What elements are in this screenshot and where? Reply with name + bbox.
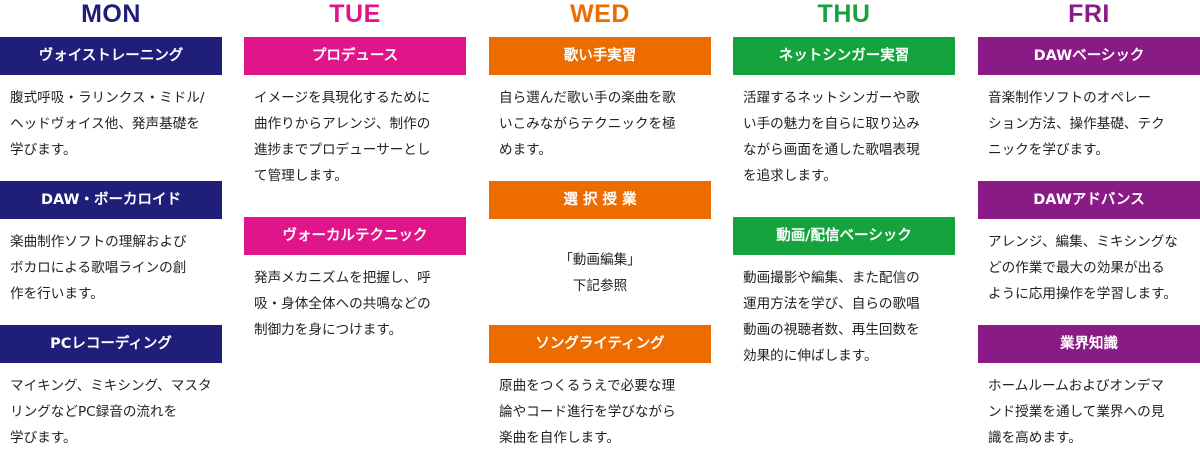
course-description: 「動画編集」 下記参照 [559,252,641,294]
course-title-bar: ヴォイストレーニング [0,37,222,75]
course-description: イメージを具現化するために 曲作りからアレンジ、制作の 進捗までプロデューサーと… [254,90,431,184]
course-title-bar: 歌い手実習 [489,37,711,75]
course-description: 自ら選んだ歌い手の楽曲を歌 いこみながらテクニックを極 めます。 [499,90,676,158]
column-fri: FRI DAWベーシック 音楽制作ソフトのオペレー ション方法、操作基礎、テク … [978,0,1200,446]
course-title-bar: プロデュース [244,37,466,75]
course-block: ネットシンガー実習 活躍するネットシンガーや歌 い手の魅力を自らに取り込み なが… [733,37,955,189]
course-description: 腹式呼吸・ラリンクス・ミドル/ ヘッドヴォイス他、発声基礎を 学びます。 [10,90,205,158]
course-description: マイキング、ミキシング、マスタ リングなどPC録音の流れを 学びます。 [10,378,212,446]
course-block: 歌い手実習 自ら選んだ歌い手の楽曲を歌 いこみながらテクニックを極 めます。 [489,37,711,163]
course-title-bar: ネットシンガー実習 [733,37,955,75]
course-block: プロデュース イメージを具現化するために 曲作りからアレンジ、制作の 進捗までプ… [244,37,466,189]
course-title-bar: PCレコーディング [0,325,222,363]
course-block: ヴォイストレーニング 腹式呼吸・ラリンクス・ミドル/ ヘッドヴォイス他、発声基礎… [0,37,222,163]
day-heading: TUE [329,0,381,28]
day-heading: MON [81,0,141,28]
course-description: 楽曲制作ソフトの理解および ボカロによる歌唱ラインの創 作を行います。 [10,234,187,302]
course-block: DAWアドバンス アレンジ、編集、ミキシングな どの作業で最大の効果が出る よう… [978,181,1200,307]
course-block: DAW・ボーカロイド 楽曲制作ソフトの理解および ボカロによる歌唱ラインの創 作… [0,181,222,307]
course-title-bar: DAW・ボーカロイド [0,181,222,219]
course-title-bar: ヴォーカルテクニック [244,217,466,255]
course-title-bar: DAWベーシック [978,37,1200,75]
day-heading: THU [817,0,871,28]
course-title-bar: 動画/配信ベーシック [733,217,955,255]
course-description: アレンジ、編集、ミキシングな どの作業で最大の効果が出る ように応用操作を学習し… [988,234,1178,302]
day-heading: WED [570,0,630,28]
course-title-bar: DAWアドバンス [978,181,1200,219]
course-block: DAWベーシック 音楽制作ソフトのオペレー ション方法、操作基礎、テク ニックを… [978,37,1200,163]
course-title-bar: 選 択 授 業 [489,181,711,219]
course-block: ヴォーカルテクニック 発声メカニズムを把握し、呼 吸・身体全体への共鳴などの 制… [244,217,466,343]
course-description: 活躍するネットシンガーや歌 い手の魅力を自らに取り込み ながら画面を通した歌唱表… [743,90,920,184]
column-mon: MON ヴォイストレーニング 腹式呼吸・ラリンクス・ミドル/ ヘッドヴォイス他、… [0,0,222,446]
column-wed: WED 歌い手実習 自ら選んだ歌い手の楽曲を歌 いこみながらテクニックを極 めま… [489,0,711,446]
column-tue: TUE プロデュース イメージを具現化するために 曲作りからアレンジ、制作の 進… [244,0,466,338]
course-description: ホームルームおよびオンデマ ンド授業を通して業界への見 識を高めます。 [988,378,1165,446]
day-heading: FRI [1068,0,1110,28]
course-block: 業界知識 ホームルームおよびオンデマ ンド授業を通して業界への見 識を高めます。 [978,325,1200,451]
course-description: 音楽制作ソフトのオペレー ション方法、操作基礎、テク ニックを学びます。 [988,90,1165,158]
course-block: 選 択 授 業 「動画編集」 下記参照 [489,181,711,299]
course-title-bar: ソングライティング [489,325,711,363]
course-description: 動画撮影や編集、また配信の 運用方法を学び、自らの歌唱 動画の視聴者数、再生回数… [743,270,920,364]
course-block: ソングライティング 原曲をつくるうえで必要な理 論やコード進行を学びながら 楽曲… [489,325,711,451]
course-description: 発声メカニズムを把握し、呼 吸・身体全体への共鳴などの 制御力を身につけます。 [254,270,431,338]
course-block: PCレコーディング マイキング、ミキシング、マスタ リングなどPC録音の流れを … [0,325,222,451]
column-thu: THU ネットシンガー実習 活躍するネットシンガーや歌 い手の魅力を自らに取り込… [733,0,955,364]
course-title-bar: 業界知識 [978,325,1200,363]
course-description: 原曲をつくるうえで必要な理 論やコード進行を学びながら 楽曲を自作します。 [499,378,676,446]
course-block: 動画/配信ベーシック 動画撮影や編集、また配信の 運用方法を学び、自らの歌唱 動… [733,217,955,369]
